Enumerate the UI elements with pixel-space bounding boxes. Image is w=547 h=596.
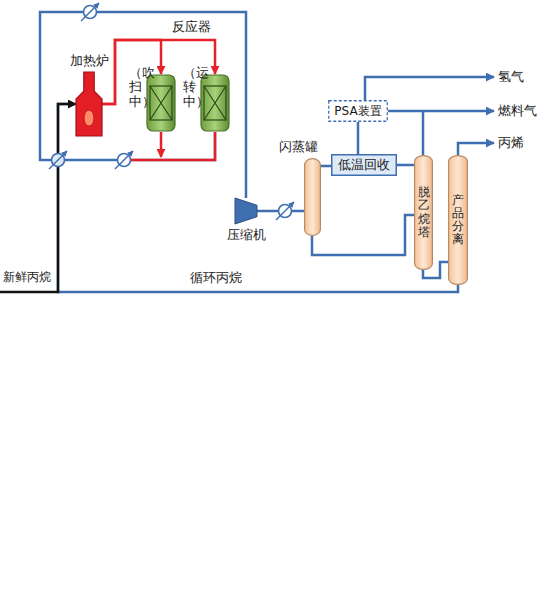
product-label: 丙烯: [498, 135, 524, 151]
product-label: 氢气: [498, 69, 524, 85]
psa-unit: PSA装置: [328, 100, 388, 122]
section-label: 反应器: [172, 19, 211, 35]
reactor-outlet-pipe: [124, 132, 215, 160]
equipment-label: 加热炉: [70, 53, 109, 69]
flash-drum: 闪蒸罐: [304, 158, 321, 236]
unit-label: PSA装置: [334, 104, 381, 118]
heat-exchanger: [115, 151, 133, 169]
equipment-label: 闪蒸罐: [279, 139, 318, 155]
pipe-connector: [397, 164, 414, 167]
reactor-status: （运转中）: [183, 66, 196, 109]
heat-exchanger: [276, 202, 294, 220]
pipe-connector: [321, 165, 331, 168]
compressor: 压缩机: [235, 198, 257, 224]
furnace-shape: [76, 72, 102, 136]
heat-exchanger: [81, 3, 99, 21]
product-label: 燃料气: [498, 103, 537, 119]
hydrogen-outlet-pipe: [365, 77, 494, 100]
unit-label: 低温回收: [338, 157, 390, 173]
reactor-status: （吹扫中）: [129, 66, 142, 109]
drum-shape: [304, 158, 321, 236]
propylene-outlet-pipe: [458, 143, 494, 155]
heating-furnace: 加热炉: [76, 72, 102, 136]
pipe-connector: [357, 122, 360, 154]
purge-outlet-pipe: [160, 132, 163, 157]
deethanizer-overhead-pipe: [422, 111, 425, 155]
pipe-connector: [312, 215, 414, 255]
reactor-shape: [200, 74, 230, 132]
fresh-feed-pipe: [0, 104, 73, 292]
column-label: 产品分离: [452, 194, 464, 247]
stream-label: 循环丙烷: [190, 270, 242, 286]
pipe-connector: [58, 104, 458, 292]
stream-label: 新鲜丙烷: [3, 270, 51, 284]
deethanizer-column: 脱乙烷塔: [414, 155, 433, 270]
reactor-shape: [146, 74, 176, 132]
process-box: 低温回收: [331, 154, 397, 176]
compressor-shape: [235, 198, 257, 224]
product-column: 产品分离: [448, 155, 468, 285]
reactor-vessel: （吹扫中）: [146, 74, 176, 132]
reactor-vessel: （运转中）: [200, 74, 230, 132]
heat-exchanger: [49, 151, 67, 169]
equipment-label: 压缩机: [227, 227, 266, 243]
fuel-gas-outlet-pipe: [388, 110, 494, 113]
column-label: 脱乙烷塔: [418, 186, 430, 239]
